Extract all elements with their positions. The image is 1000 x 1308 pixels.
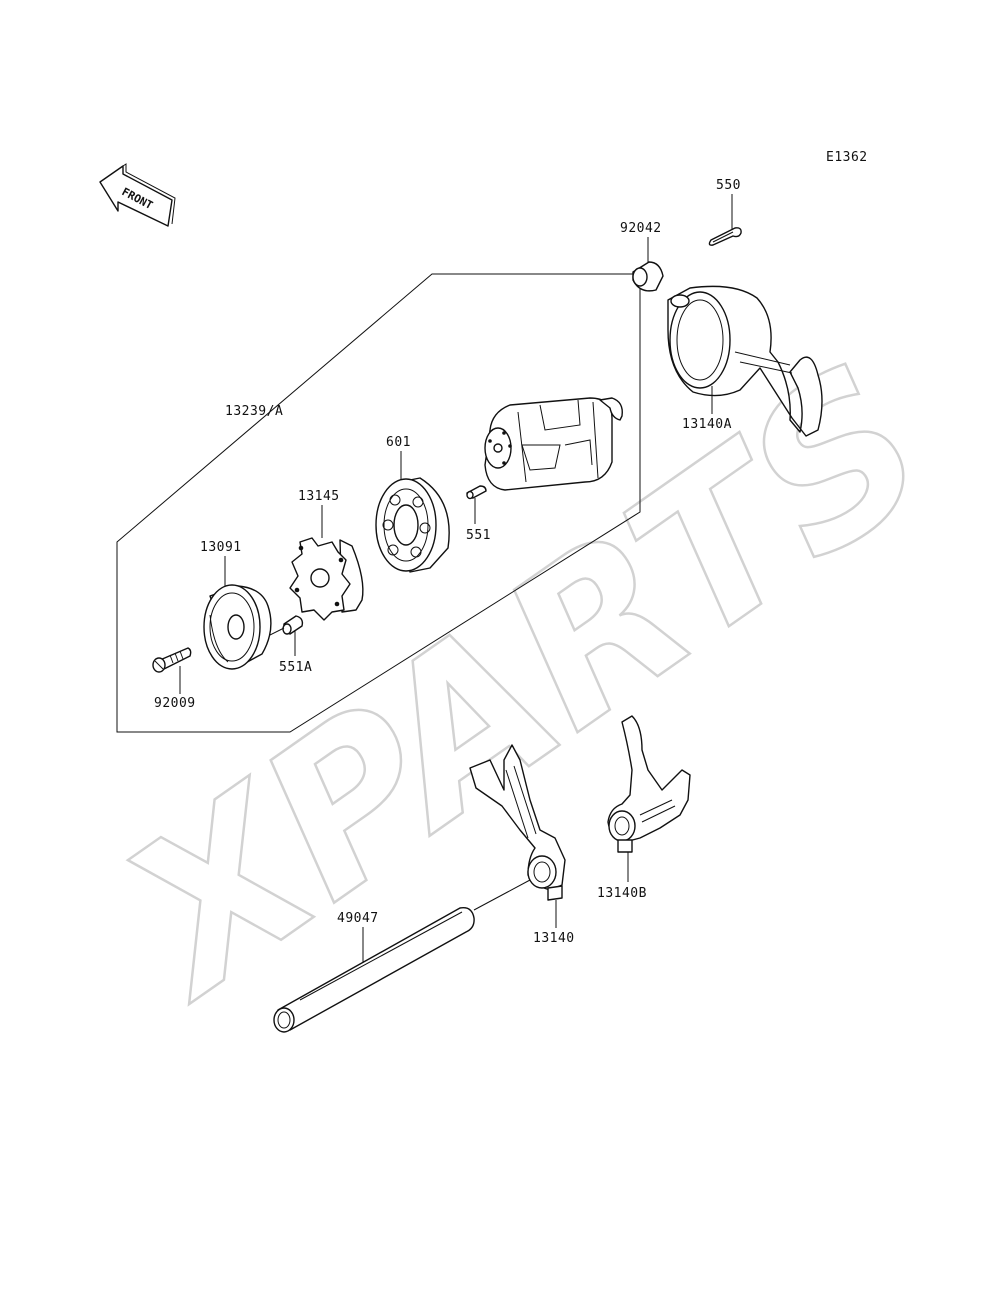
label-49047: 49047 [337, 911, 379, 926]
label-92009: 92009 [154, 696, 196, 711]
screw-92009 [152, 647, 192, 673]
shift-fork-13140A [667, 285, 823, 437]
shift-drum [484, 397, 623, 491]
shaft-49047 [273, 907, 475, 1033]
diagram-code: E1362 [826, 150, 868, 165]
cotter-pin-550 [708, 227, 742, 246]
label-13140A: 13140A [682, 417, 732, 432]
assembly-box [116, 273, 641, 733]
bearing-601 [375, 477, 450, 573]
label-13140B: 13140B [597, 886, 647, 901]
label-92042: 92042 [620, 221, 662, 236]
pin-551 [466, 485, 487, 500]
star-cam-13145 [289, 537, 364, 621]
shift-fork-13140 [469, 744, 566, 901]
label-13140: 13140 [533, 931, 575, 946]
label-551A: 551A [279, 660, 312, 675]
label-13145: 13145 [298, 489, 340, 504]
label-601: 601 [386, 435, 411, 450]
pin-551A [282, 615, 304, 635]
end-plate-13091 [203, 584, 272, 670]
assembly-label: 13239/A [225, 404, 283, 419]
front-arrow-icon: FRONT [99, 163, 176, 227]
label-13091: 13091 [200, 540, 242, 555]
label-551: 551 [466, 528, 491, 543]
shift-fork-13140B [607, 715, 691, 853]
collar-92042 [632, 261, 664, 292]
label-550: 550 [716, 178, 741, 193]
shaft-axis-line [473, 879, 531, 911]
